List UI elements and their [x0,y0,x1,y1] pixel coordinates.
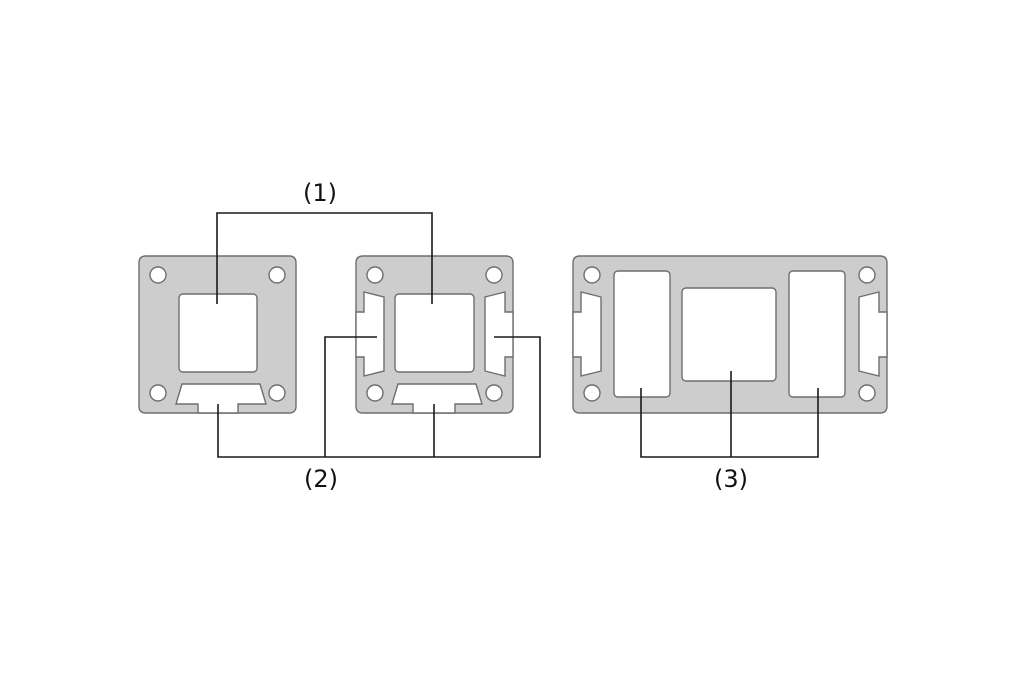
profile-a-hole-bl [149,384,167,402]
leader-lines [216,212,819,458]
leader-1-bracket [216,212,433,304]
profile-c-hole-br [858,384,876,402]
leader-3-bracket [640,388,819,458]
profile-c-hole-tl [583,266,601,284]
profile-c-left-cavity [613,270,671,398]
profile-c [572,255,888,414]
profile-c-right-cavity [788,270,846,398]
profile-a [138,255,297,414]
profile-c-center-cavity [681,287,777,382]
profile-a-hole-br [268,384,286,402]
profile-c-right-slot [858,291,888,377]
profile-b-bottom-slot [391,383,483,414]
profile-b-left-slot [355,291,385,377]
profile-c-hole-bl [583,384,601,402]
callout-3-label: (3) [714,465,748,493]
profile-b-hole-br [485,384,503,402]
profile-c-left-slot [572,291,602,377]
leader-2-left-slot [324,336,377,457]
profile-c-hole-tr [858,266,876,284]
callout-2-label: (2) [304,465,338,493]
leader-2-bottom-bracket [217,336,541,458]
profile-b-hole-bl [366,384,384,402]
profile-b-hole-tr [485,266,503,284]
profile-a-bottom-slot [175,383,267,414]
profile-b-hole-tl [366,266,384,284]
profile-b-core-cavity [394,293,475,373]
callout-1-label: (1) [303,179,337,207]
profile-b [355,255,514,414]
profile-a-core-cavity [178,293,258,373]
profile-a-hole-tl [149,266,167,284]
profile-b-right-slot [484,291,514,377]
profile-a-hole-tr [268,266,286,284]
